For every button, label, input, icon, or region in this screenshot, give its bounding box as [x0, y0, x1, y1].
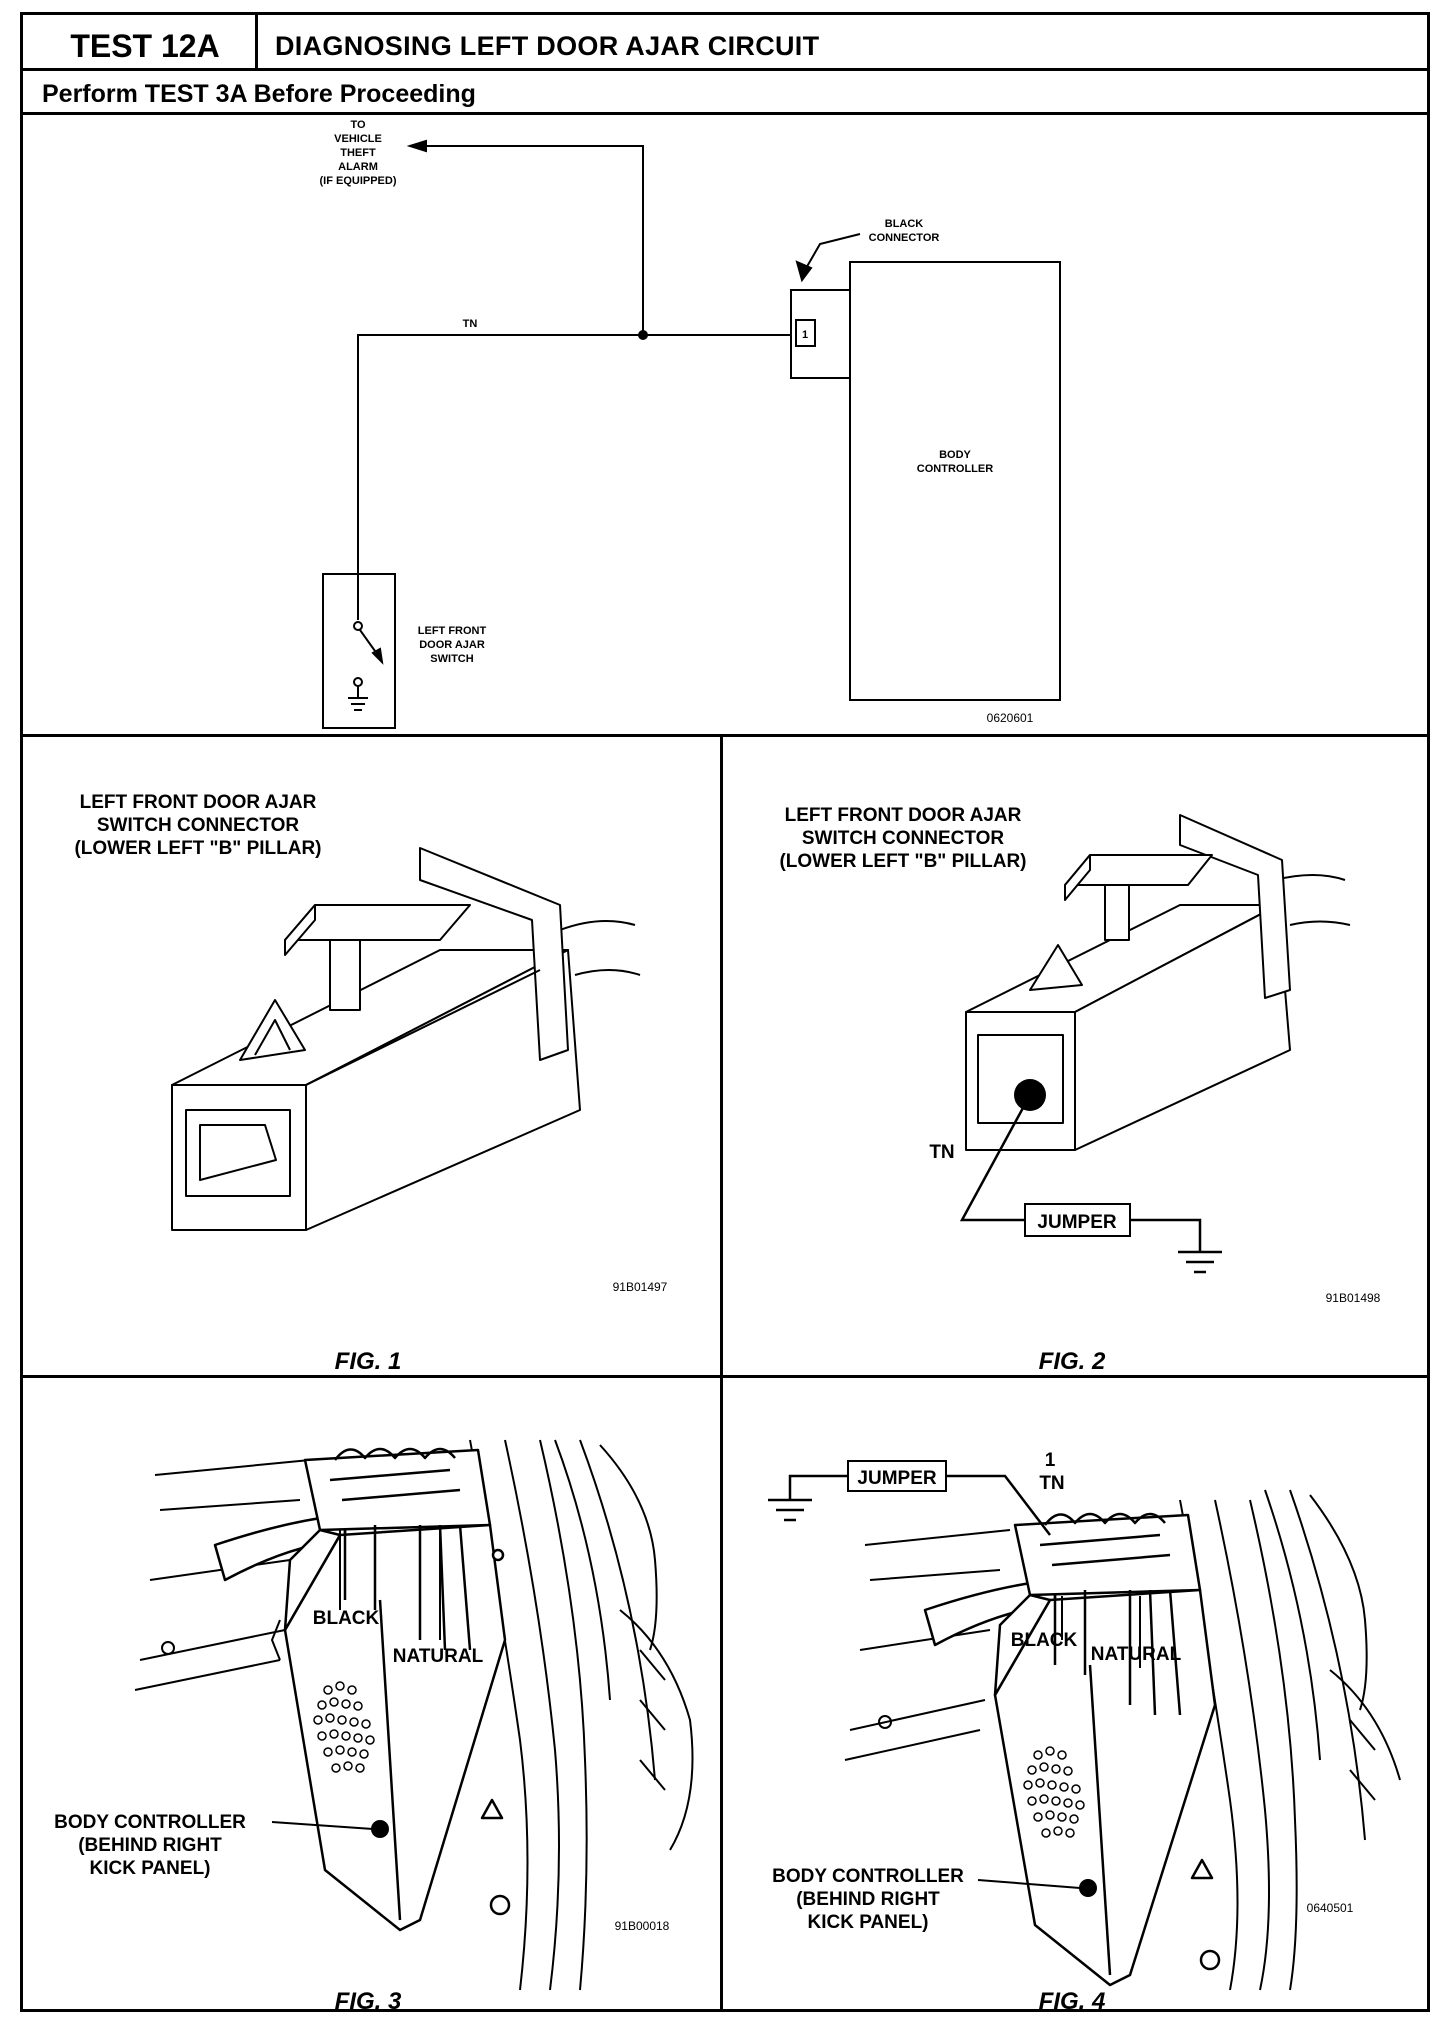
header-divider	[20, 68, 1430, 71]
fig3-body-label-1: BODY CONTROLLER	[54, 1812, 246, 1833]
fig4-wire-label: TN	[1039, 1473, 1064, 1494]
wire-color-label: TN	[463, 318, 478, 330]
wire-to-theft-alarm	[406, 139, 644, 335]
fig3-vent-holes	[313, 1681, 375, 1773]
theft-alarm-label-5: (IF EQUIPPED)	[319, 175, 396, 187]
fig4-screw	[1079, 1879, 1097, 1897]
body-controller-label-1: BODY	[939, 449, 971, 461]
fig4-code: 0640501	[1307, 1901, 1354, 1915]
theft-alarm-label-1: TO	[350, 119, 366, 131]
fig2-label-2: SWITCH CONNECTOR	[802, 828, 1005, 849]
body-controller-box	[849, 261, 1061, 701]
switch-label-3: SWITCH	[430, 653, 473, 665]
figures-vertical-divider	[720, 734, 723, 2012]
test-id: TEST 12A	[70, 28, 220, 64]
fig4-pin-label: 1	[1045, 1450, 1056, 1471]
black-connector-arrow	[795, 233, 861, 283]
fig3-natural-label: NATURAL	[393, 1646, 484, 1667]
fig4-body-leader	[977, 1879, 1081, 1889]
subtitle-divider	[20, 112, 1430, 115]
black-connector-label-2: CONNECTOR	[869, 232, 940, 244]
fig4-body-controller	[923, 1512, 1221, 1987]
connector-pin-box	[795, 319, 816, 347]
fig2-jumper-label: JUMPER	[1037, 1212, 1116, 1233]
fig2-connector	[965, 814, 1351, 1151]
fig4-body-label-2: (BEHIND RIGHT	[796, 1889, 940, 1910]
fig2-ground-icon	[1130, 1218, 1222, 1274]
fig3-vehicle-structure	[134, 1439, 694, 1991]
fig1-caption: FIG. 1	[334, 1348, 402, 1375]
page-title: DIAGNOSING LEFT DOOR AJAR CIRCUIT	[275, 31, 820, 61]
fig4-natural-label: NATURAL	[1091, 1644, 1182, 1665]
fig2-label-1: LEFT FRONT DOOR AJAR	[785, 805, 1022, 826]
fig2-wire-label: TN	[929, 1142, 954, 1163]
fig1-label-2: SWITCH CONNECTOR	[97, 815, 300, 836]
page-subtitle: Perform TEST 3A Before Proceeding	[42, 80, 476, 108]
fig2-code: 91B01498	[1326, 1291, 1381, 1305]
fig2-label-3: (LOWER LEFT "B" PILLAR)	[779, 851, 1026, 872]
door-ajar-switch-symbol	[348, 574, 384, 711]
fig3-body-controller	[213, 1447, 511, 1932]
wire-tn	[357, 334, 795, 627]
wire-splice	[638, 330, 648, 340]
fig2-jumper-box	[1024, 1203, 1131, 1237]
switch-label-1: LEFT FRONT	[418, 625, 487, 637]
fig3-screw	[371, 1820, 389, 1838]
theft-alarm-label-4: ALARM	[338, 161, 378, 173]
fig3-body-label-3: KICK PANEL)	[89, 1858, 210, 1879]
fig4-vent-holes	[1023, 1746, 1085, 1838]
fig2-caption: FIG. 2	[1038, 1348, 1106, 1375]
switch-label-2: DOOR AJAR	[419, 639, 485, 651]
fig1-label-1: LEFT FRONT DOOR AJAR	[80, 792, 317, 813]
fig4-ground-icon	[768, 1474, 848, 1522]
fig2-jumper-wire	[959, 1094, 1032, 1222]
schematic-code: 0620601	[987, 711, 1034, 725]
schematic-divider	[20, 734, 1430, 737]
fig4-caption: FIG. 4	[1038, 1988, 1106, 2015]
connector-pin-number: 1	[802, 329, 808, 341]
fig1-label-3: (LOWER LEFT "B" PILLAR)	[74, 838, 321, 859]
schematic-diagram: TO VEHICLE THEFT ALARM (IF EQUIPPED) TN …	[319, 119, 1061, 729]
fig4-jumper-label: JUMPER	[857, 1468, 936, 1489]
fig3-caption: FIG. 3	[334, 1988, 402, 2015]
fig3-code: 91B00018	[615, 1919, 670, 1933]
page-frame	[20, 12, 1430, 2012]
fig3-black-label: BLACK	[313, 1608, 380, 1629]
fig1-connector	[171, 847, 641, 1231]
title-divider	[255, 12, 258, 70]
fig4-body-label-1: BODY CONTROLLER	[772, 1866, 964, 1887]
body-controller-label-2: CONTROLLER	[917, 463, 993, 475]
theft-alarm-label-3: THEFT	[340, 147, 376, 159]
fig4-black-label: BLACK	[1011, 1630, 1078, 1651]
fig3-body-leader	[271, 1821, 374, 1830]
theft-alarm-label-2: VEHICLE	[334, 133, 382, 145]
fig4-body-label-3: KICK PANEL)	[807, 1912, 928, 1933]
fig3-body-label-2: (BEHIND RIGHT	[78, 1835, 222, 1856]
black-connector-label-1: BLACK	[885, 218, 924, 230]
fig4-jumper-wire	[946, 1474, 1051, 1536]
figures-divider	[20, 1375, 1430, 1378]
fig1-code: 91B01497	[613, 1280, 668, 1294]
